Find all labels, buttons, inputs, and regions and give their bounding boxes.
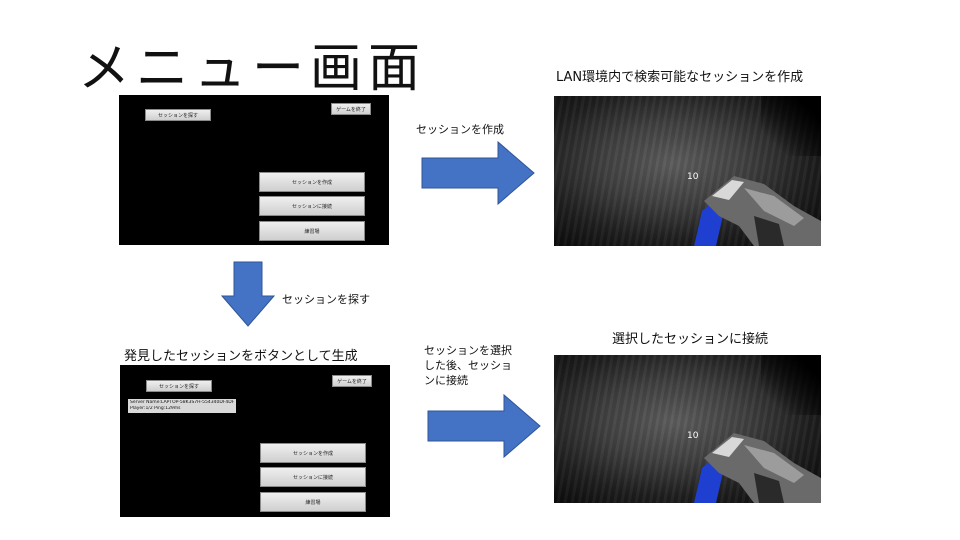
page-title: メニュー画面 xyxy=(78,39,427,99)
shadow-overlay xyxy=(761,96,821,156)
arrow-label-select-line1: セッションを選択 xyxy=(424,344,512,357)
arrow-label-find: セッションを探す xyxy=(282,293,370,306)
connect-session-button[interactable]: セッションに接続 xyxy=(260,467,366,487)
ammo-counter: 10 xyxy=(687,172,699,182)
caption-connected: 選択したセッションに接続 xyxy=(612,332,769,347)
quit-game-button[interactable]: ゲームを終了 xyxy=(332,375,372,387)
create-session-button[interactable]: セッションを作成 xyxy=(259,172,365,192)
arrow-label-select-line3: ンに接続 xyxy=(424,374,468,387)
session-button[interactable]: Server Name:LAPTOP-58K3S7H-554340DF4DFD7… xyxy=(128,399,236,413)
practice-button[interactable]: 練習場 xyxy=(259,221,365,241)
ammo-counter: 10 xyxy=(687,431,699,441)
menu-screen-with-sessions: セッションを探す ゲームを終了 Server Name:LAPTOP-58K3S… xyxy=(120,365,390,517)
connect-session-button[interactable]: セッションに接続 xyxy=(259,196,365,216)
weapon-graphic xyxy=(694,176,821,246)
create-session-button[interactable]: セッションを作成 xyxy=(260,443,366,463)
session-server-name: Server Name:LAPTOP-58K3S7H-554340DF4DFD7… xyxy=(130,400,234,405)
shadow-overlay xyxy=(761,355,821,415)
session-player-info: Player:1/2 Ping:129ms xyxy=(130,406,181,411)
game-screen-client: 10 xyxy=(554,355,821,503)
arrow-label-select: セッションを選択 した後、セッショ ンに接続 xyxy=(424,343,512,388)
quit-game-button[interactable]: ゲームを終了 xyxy=(331,103,371,115)
caption-created-session: LAN環境内で検索可能なセッションを作成 xyxy=(556,70,804,85)
find-session-button[interactable]: セッションを探す xyxy=(145,109,211,121)
right-arrow-icon xyxy=(427,393,541,459)
right-arrow-icon xyxy=(421,140,535,206)
arrow-label-select-line2: した後、セッショ xyxy=(424,359,512,372)
game-screen-host: 10 xyxy=(554,96,821,246)
caption-generated-buttons: 発見したセッションをボタンとして生成 xyxy=(124,349,358,364)
weapon-graphic xyxy=(694,433,821,503)
practice-button[interactable]: 練習場 xyxy=(260,492,366,512)
arrow-label-create: セッションを作成 xyxy=(416,123,504,136)
find-session-button[interactable]: セッションを探す xyxy=(146,380,212,392)
menu-screen-initial: セッションを探す ゲームを終了 セッションを作成 セッションに接続 練習場 xyxy=(119,95,389,245)
down-arrow-icon xyxy=(220,261,276,327)
